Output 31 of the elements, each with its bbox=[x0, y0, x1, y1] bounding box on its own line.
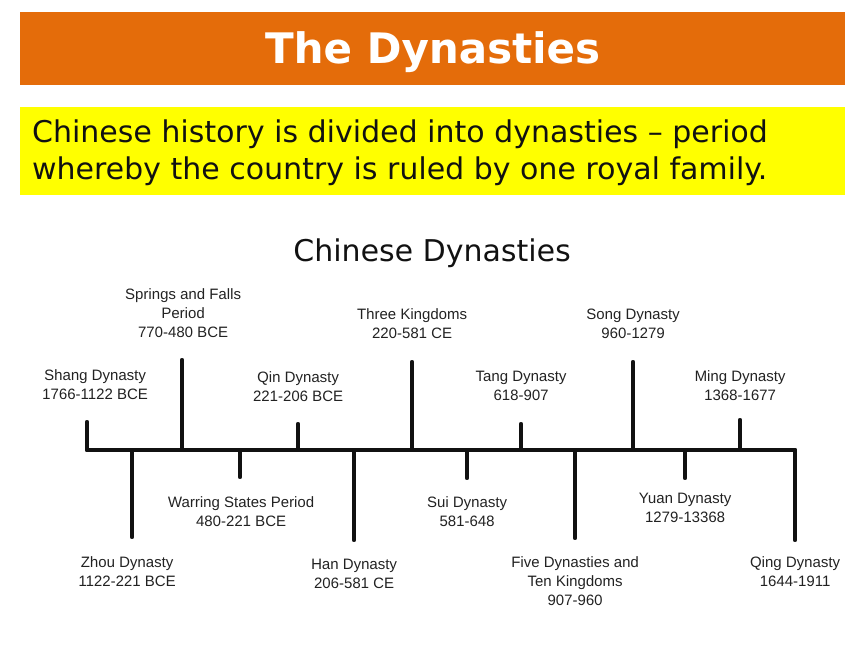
date-range: 770-480 BCE bbox=[138, 323, 228, 342]
date-range: 1368-1677 bbox=[704, 386, 776, 405]
date-range: 206-581 CE bbox=[314, 574, 394, 593]
chart-title: Chinese Dynasties bbox=[293, 234, 571, 269]
title-banner: The Dynasties bbox=[20, 12, 845, 85]
date-range: 1122-221 BCE bbox=[78, 572, 176, 591]
dynasty-name: Zhou Dynasty bbox=[80, 553, 174, 572]
dynasty-name: Qin Dynasty bbox=[257, 368, 339, 387]
date-range: 1279-13368 bbox=[644, 508, 726, 527]
dynasty-name: Tang Dynasty bbox=[476, 367, 566, 386]
date-range: 480-221 BCE bbox=[196, 512, 286, 531]
intro-banner: Chinese history is divided into dynasties – period whereby the country is ruled by one royal family. bbox=[20, 107, 845, 195]
dynasty-name: Yuan Dynasty bbox=[638, 489, 732, 508]
dynasty-name: Ming Dynasty bbox=[694, 367, 786, 386]
date-range: 907-960 bbox=[547, 591, 603, 610]
date-range: 618-907 bbox=[493, 386, 549, 405]
date-range: 960-1279 bbox=[601, 324, 665, 343]
dynasty-name: Three Kingdoms bbox=[356, 305, 468, 324]
date-range: 221-206 BCE bbox=[252, 387, 344, 406]
dynasty-name: Five Dynasties and Ten Kingdoms bbox=[510, 553, 640, 591]
dynasty-name: Han Dynasty bbox=[311, 555, 397, 574]
dynasty-name: Warring States Period bbox=[168, 493, 314, 512]
date-range: 581-648 bbox=[439, 512, 495, 531]
date-range: 1766-1122 BCE bbox=[42, 385, 148, 404]
date-range: 1644-1911 bbox=[760, 572, 830, 591]
date-range: 220-581 CE bbox=[372, 324, 452, 343]
dynasty-name: Qing Dynasty bbox=[750, 553, 840, 572]
dynasty-name: Sui Dynasty bbox=[426, 493, 508, 512]
dynasty-name: Shang Dynasty bbox=[44, 366, 146, 385]
dynasty-name: Springs and Falls Period bbox=[124, 285, 242, 323]
dynasty-name: Song Dynasty bbox=[586, 305, 680, 324]
